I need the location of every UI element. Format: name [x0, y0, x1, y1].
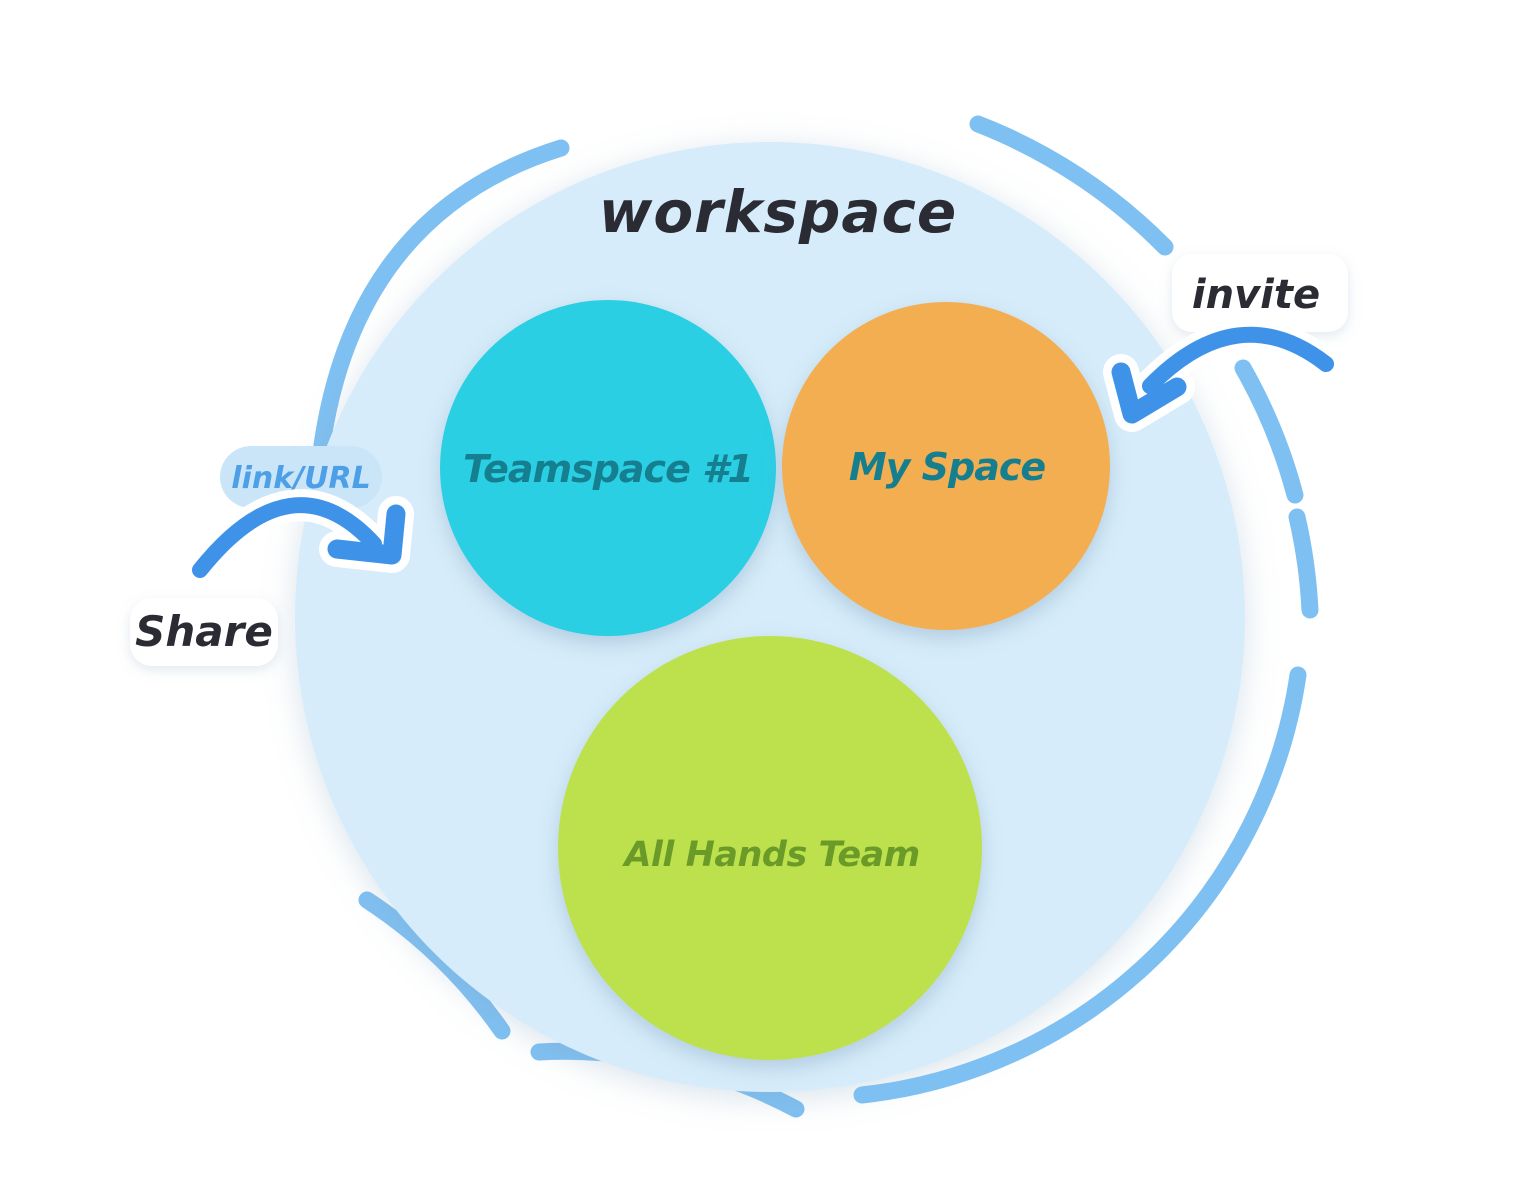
share-arrowhead	[327, 504, 406, 565]
invite-arrowhead	[1111, 362, 1187, 424]
share-arrow	[192, 497, 382, 578]
workspace-label: workspace	[599, 178, 958, 246]
teamspace1-circle	[440, 300, 776, 636]
myspace-circle	[782, 302, 1110, 630]
invite-arrow	[1142, 326, 1334, 394]
outer-ring-dash-right-upper	[1234, 359, 1304, 504]
invite-label: invite	[1192, 272, 1320, 318]
share-plate	[130, 598, 278, 666]
myspace-label: My Space	[849, 445, 1046, 489]
allhands-circle	[558, 636, 982, 1060]
outer-ring-dash-bottom-right	[853, 666, 1307, 1104]
outer-ring-dash-left-top	[313, 139, 570, 454]
teamspace1-label: Teamspace #1	[463, 447, 753, 491]
linkurl-pill	[220, 446, 382, 508]
outer-ring-dash-right-mid	[1288, 508, 1319, 619]
invite-plate	[1172, 254, 1348, 332]
allhands-label: All Hands Team	[621, 835, 919, 875]
share-label: Share	[135, 607, 273, 656]
outer-ring-dash-top-right	[969, 115, 1174, 256]
